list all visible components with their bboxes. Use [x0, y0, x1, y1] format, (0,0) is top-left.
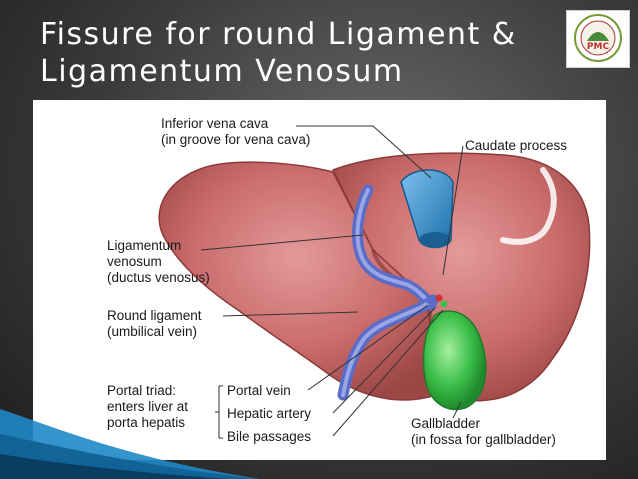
hepatic-artery-vessel — [435, 294, 443, 302]
liver-illustration — [158, 125, 591, 439]
label-ligamentum-venosum: Ligamentum venosum (ductus venosus) — [107, 238, 210, 285]
bile-passage-vessel — [440, 300, 448, 308]
gallbladder — [422, 310, 487, 411]
label-portal-vein: Portal vein — [227, 383, 291, 398]
label-gallbladder: Gallbladder (in fossa for gallbladder) — [411, 416, 556, 447]
corner-swoosh-decoration — [0, 409, 260, 479]
label-caudate-process: Caudate process — [465, 138, 568, 153]
logo-emblem-icon: PMC — [574, 14, 622, 62]
liver-diagram: Inferior vena cava (in groove for vena c… — [33, 100, 606, 460]
title-line-2: Ligamentum Venosum — [40, 54, 404, 89]
portal-triad-bracket — [215, 385, 223, 439]
logo-text: PMC — [587, 42, 610, 52]
liver-left-lobe — [331, 152, 591, 402]
label-bile-passages: Bile passages — [227, 429, 312, 444]
leader-lines — [200, 125, 464, 437]
portal-vein-vessel — [426, 295, 436, 305]
institution-logo: PMC — [566, 10, 630, 68]
label-round-ligament: Round ligament (umbilical vein) — [107, 308, 202, 339]
slide-title: Fissure for round Ligament & Ligamentum … — [40, 16, 560, 90]
label-portal-triad: Portal triad: enters liver at porta hepa… — [107, 383, 189, 430]
title-line-1: Fissure for round Ligament & — [40, 17, 517, 52]
label-hepatic-artery: Hepatic artery — [227, 406, 312, 421]
caudate-process — [500, 167, 557, 245]
label-ivc: Inferior vena cava (in groove for vena c… — [161, 116, 311, 147]
